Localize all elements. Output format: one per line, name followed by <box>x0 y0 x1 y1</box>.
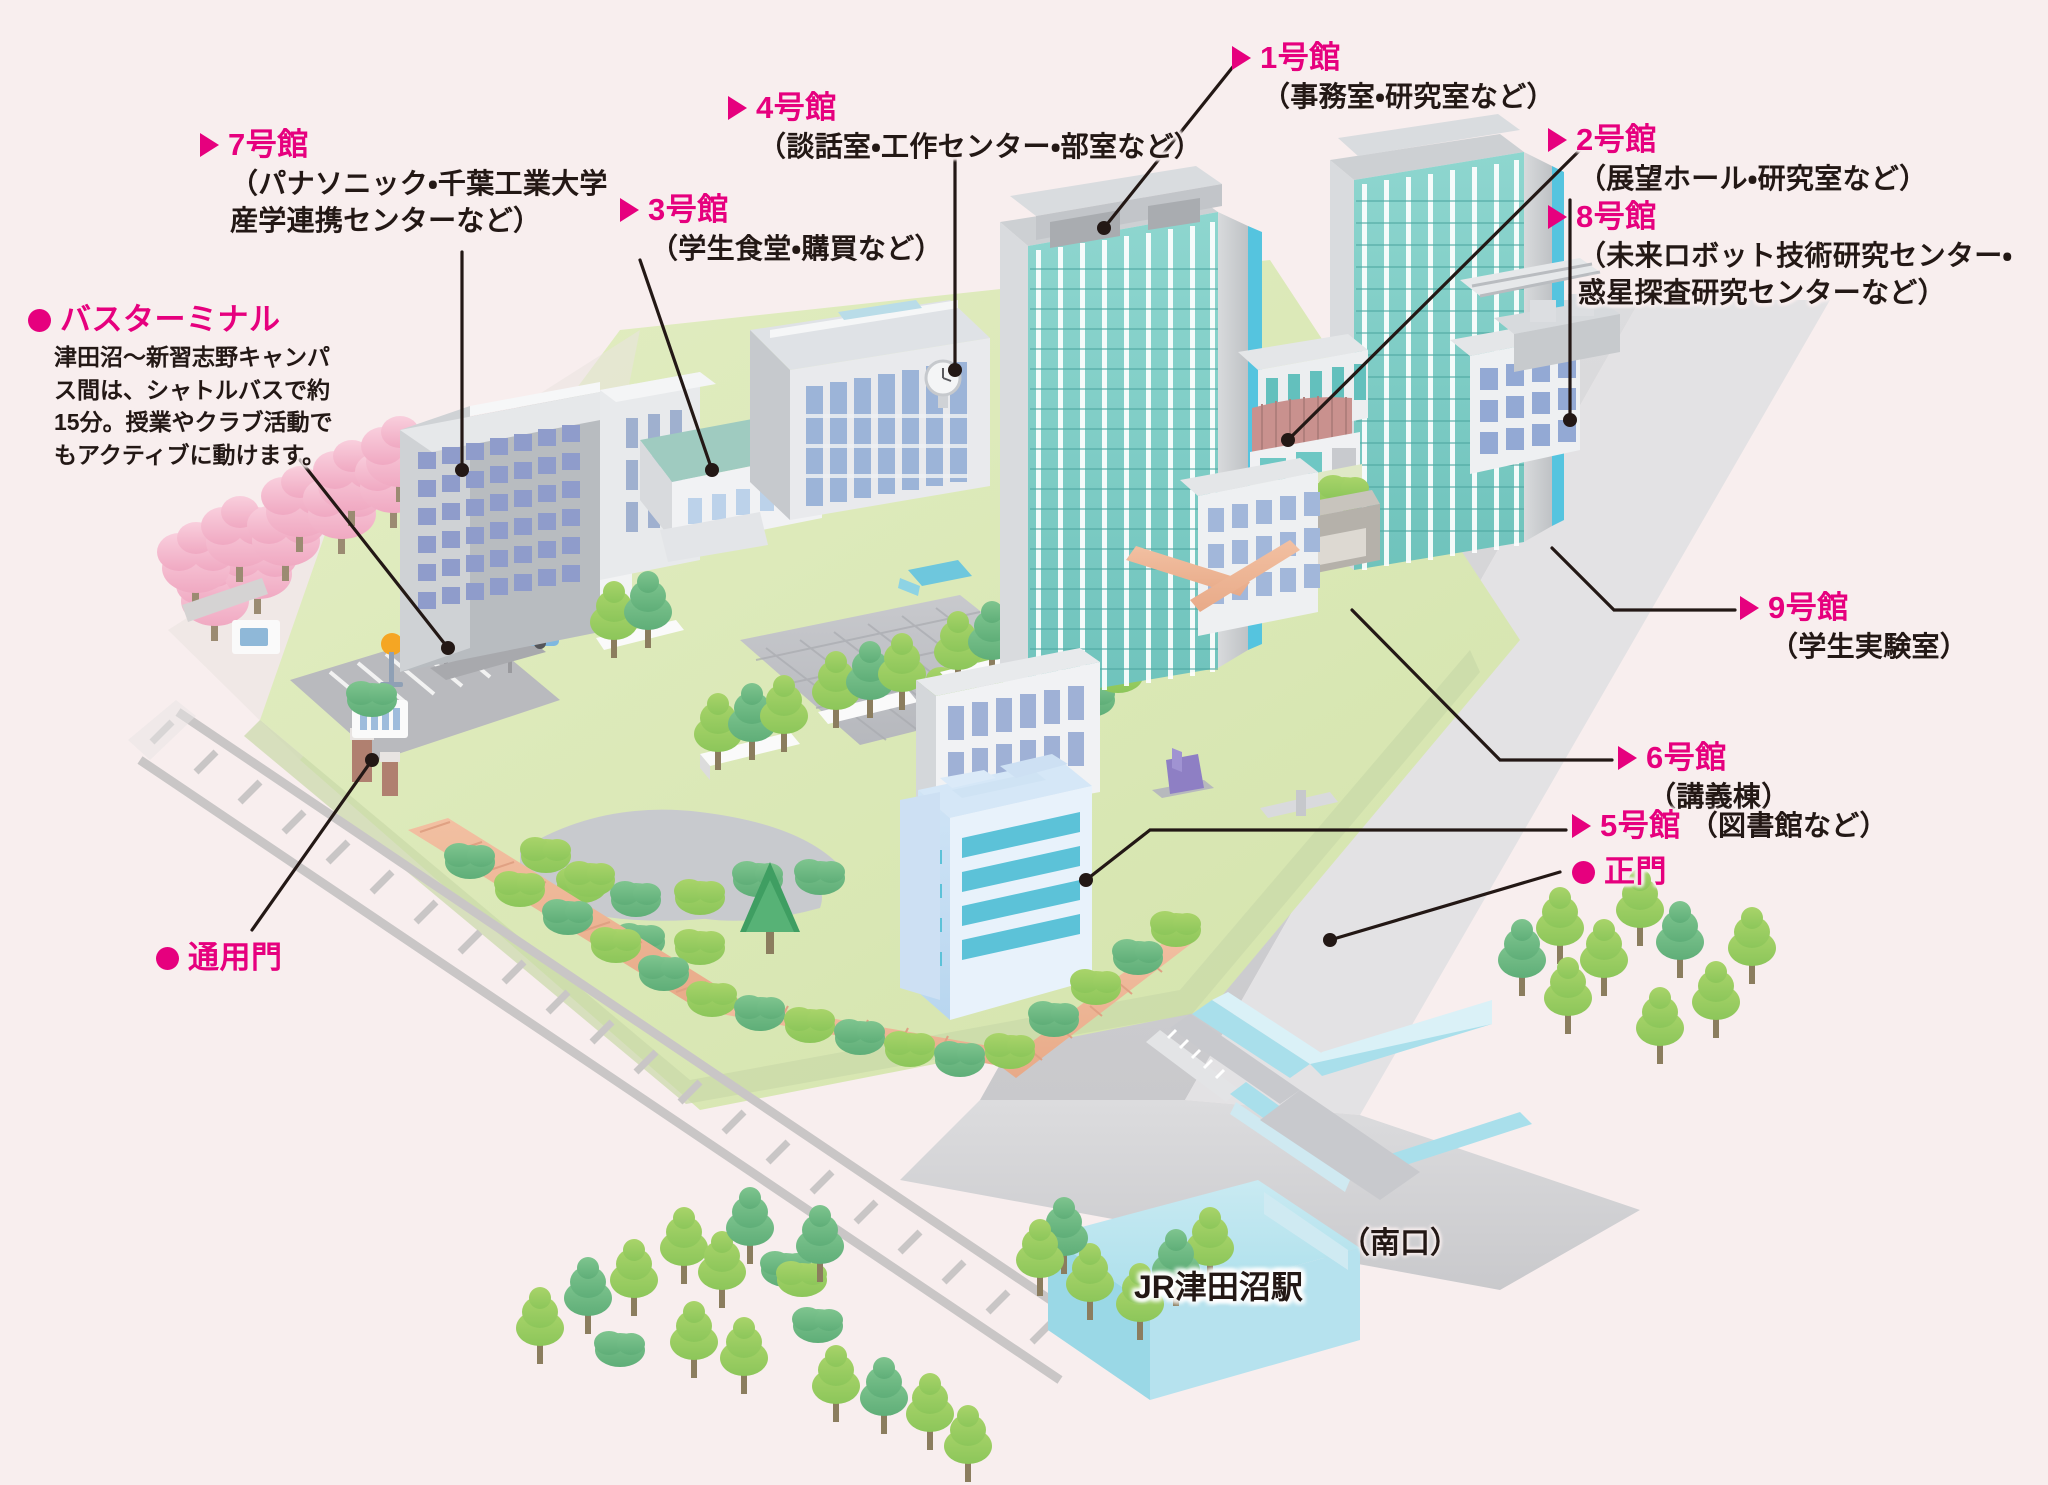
label-bus-terminal-title-row: バスターミナル <box>28 300 344 341</box>
label-building-4-title: 4号館 <box>756 90 837 125</box>
label-building-9-title: 9号館 <box>1768 590 1849 625</box>
label-building-8-title-row: 8号館 <box>1548 197 2012 238</box>
label-building-9[interactable]: 9号館 （学生実験室） <box>1740 588 1968 666</box>
label-building-2-sub1: （展望ホール・研究室など） <box>1578 162 1928 194</box>
label-building-9-title-row: 9号館 <box>1740 588 1968 629</box>
triangle-marker-icon <box>1740 596 1759 621</box>
label-building-4-sub1: （談話室・工作センター・部室など） <box>758 130 1203 162</box>
label-building-2-title-row: 2号館 <box>1548 120 1927 161</box>
label-building-1-title-row: 1号館 <box>1232 38 1555 79</box>
triangle-marker-icon <box>1232 46 1251 71</box>
label-building-7-title: 7号館 <box>228 127 309 162</box>
label-service-gate-title-row: 通用門 <box>156 938 283 979</box>
label-bus-terminal-body: 津田沼〜新習志野キャンパス間は、シャトルバスで約15分。授業やクラブ活動でもアク… <box>54 343 333 468</box>
dot-marker-icon <box>1572 860 1595 884</box>
label-building-8-sub2: 惑星探査研究センターなど） <box>1578 276 1946 308</box>
label-building-8[interactable]: 8号館 （未来ロボット技術研究センター・ 惑星探査研究センターなど） <box>1548 197 2012 312</box>
triangle-marker-icon <box>620 198 639 223</box>
label-building-5-sub1: （図書館など） <box>1689 809 1888 841</box>
label-main-gate-title-row: 正門 <box>1572 852 1667 893</box>
dot-marker-icon <box>156 946 179 970</box>
triangle-marker-icon <box>1548 205 1567 230</box>
label-building-6-title: 6号館 <box>1646 740 1727 775</box>
label-building-3-title: 3号館 <box>648 192 729 227</box>
label-building-5[interactable]: 5号館 （図書館など） <box>1572 806 1888 847</box>
label-building-4-title-row: 4号館 <box>728 88 1202 129</box>
triangle-marker-icon <box>1618 746 1637 771</box>
label-building-7[interactable]: 7号館 （パナソニック・千葉工業大学 産学連携センターなど） <box>200 125 608 240</box>
label-service-gate-title: 通用門 <box>188 940 283 975</box>
triangle-marker-icon <box>1548 128 1567 153</box>
label-bus-terminal[interactable]: バスターミナル 津田沼〜新習志野キャンパス間は、シャトルバスで約15分。授業やク… <box>28 300 344 472</box>
dot-marker-icon <box>28 308 51 332</box>
label-building-6-sub1: （講義棟） <box>1648 780 1790 812</box>
label-building-2[interactable]: 2号館 （展望ホール・研究室など） <box>1548 120 1927 198</box>
label-main-gate[interactable]: 正門 <box>1572 852 1667 893</box>
label-building-7-sub2: 産学連携センターなど） <box>230 204 542 236</box>
label-building-1-sub1: （事務室・研究室など） <box>1262 80 1555 112</box>
label-building-1-title: 1号館 <box>1260 40 1341 75</box>
label-building-8-sub1: （未来ロボット技術研究センター・ <box>1578 239 2013 271</box>
label-building-8-title: 8号館 <box>1576 199 1657 234</box>
label-bus-terminal-title: バスターミナル <box>60 302 281 337</box>
label-building-7-sub1: （パナソニック・千葉工業大学 <box>230 167 608 199</box>
label-building-1[interactable]: 1号館 （事務室・研究室など） <box>1232 38 1555 116</box>
label-building-3[interactable]: 3号館 （学生食堂・購買など） <box>620 190 943 268</box>
triangle-marker-icon <box>728 96 747 121</box>
label-building-6[interactable]: 6号館 （講義棟） <box>1618 738 1790 816</box>
label-building-9-sub1: （学生実験室） <box>1770 630 1969 662</box>
label-service-gate[interactable]: 通用門 <box>156 938 283 979</box>
triangle-marker-icon <box>1572 814 1591 839</box>
label-station-south-exit: （南口） <box>1340 1227 1460 1260</box>
label-building-5-title-row: 5号館 （図書館など） <box>1572 806 1888 847</box>
triangle-marker-icon <box>200 133 219 158</box>
label-jr-station: JR津田沼駅 <box>1134 1269 1303 1305</box>
label-building-3-title-row: 3号館 <box>620 190 943 231</box>
label-building-4[interactable]: 4号館 （談話室・工作センター・部室など） <box>728 88 1202 166</box>
label-main-gate-title: 正門 <box>1604 854 1667 889</box>
label-building-2-title: 2号館 <box>1576 122 1657 157</box>
label-building-7-title-row: 7号館 <box>200 125 608 166</box>
label-building-5-title: 5号館 <box>1600 808 1681 843</box>
label-building-6-title-row: 6号館 <box>1618 738 1790 779</box>
label-building-3-sub1: （学生食堂・購買など） <box>650 232 943 264</box>
